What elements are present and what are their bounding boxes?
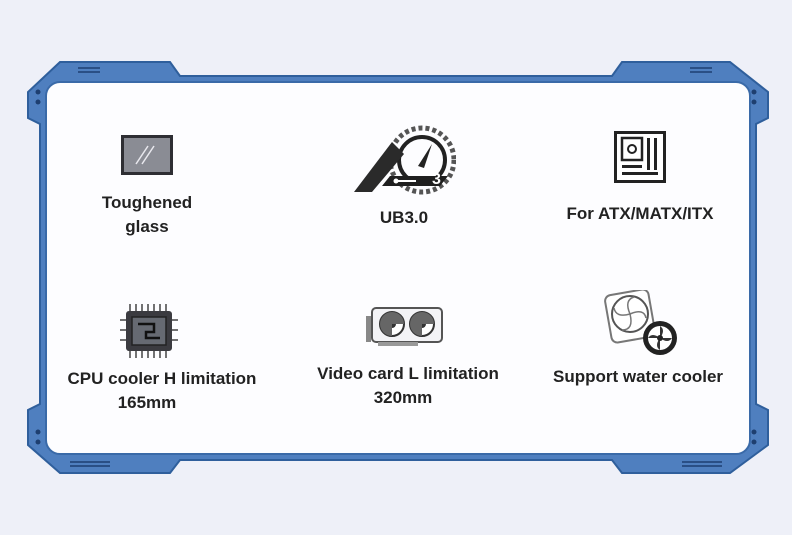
frame-grill-bottom-right — [682, 461, 722, 467]
feature-label-line2: glass — [125, 217, 169, 236]
feature-label: CPU cooler H limitation — [67, 369, 257, 388]
svg-text:3: 3 — [432, 171, 441, 188]
tempered-glass-icon — [121, 135, 173, 175]
frame-screws — [35, 89, 757, 445]
usb-speed-gauge-icon: 3 — [354, 125, 456, 195]
feature-toughened-glass: Toughened glass — [77, 191, 217, 239]
graphics-card-icon — [366, 307, 443, 346]
feature-label-line2: 320mm — [373, 388, 433, 407]
feature-label-line2: 165mm — [117, 393, 177, 412]
feature-label: Toughened — [101, 193, 193, 212]
feature-water-cooler: Support water cooler — [538, 365, 738, 389]
motherboard-icon — [614, 131, 666, 183]
feature-cpu-cooler-height: CPU cooler H limitation 165mm — [52, 367, 272, 415]
frame-grill-bottom-left — [70, 461, 110, 467]
frame-grill-top-right — [690, 67, 712, 73]
feature-usb: UB3.0 — [334, 206, 474, 230]
feature-label: For ATX/MATX/ITX — [566, 204, 714, 223]
inner-panel — [45, 81, 751, 455]
frame-grill-top-left — [78, 67, 100, 73]
feature-label: Video card L limitation — [317, 364, 499, 383]
feature-video-card-length: Video card L limitation 320mm — [300, 362, 516, 410]
water-cooler-fan-icon — [604, 290, 677, 355]
feature-label: Support water cooler — [552, 367, 724, 386]
feature-label: UB3.0 — [379, 208, 429, 227]
feature-motherboard: For ATX/MATX/ITX — [550, 202, 730, 226]
cpu-chip-icon — [120, 304, 178, 358]
